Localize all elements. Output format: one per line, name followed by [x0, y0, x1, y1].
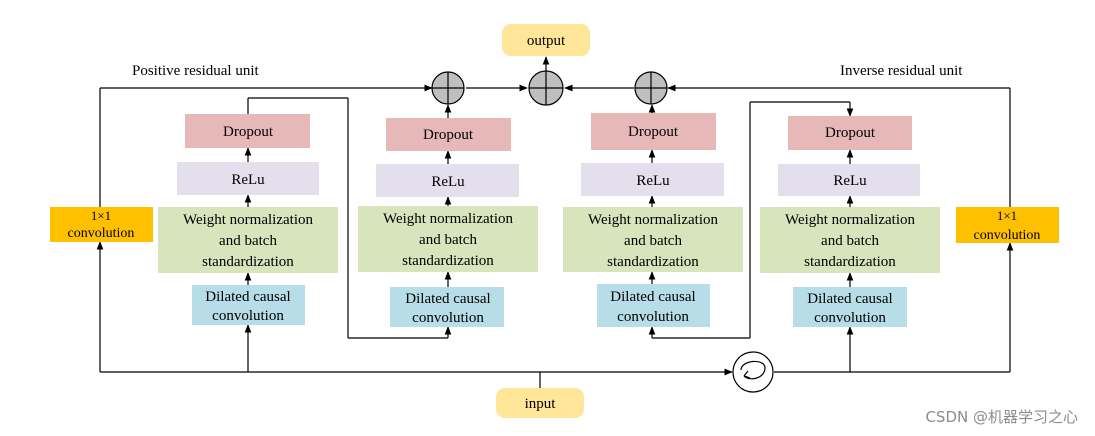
relu-box — [177, 162, 319, 195]
svg-text:Dropout: Dropout — [825, 125, 876, 141]
residual-block-1: Dropout ReLu Weight normalization and ba… — [158, 114, 338, 325]
norm-box — [358, 206, 538, 272]
svg-text:Dilated causal: Dilated causal — [405, 291, 490, 307]
svg-text:ReLu: ReLu — [431, 174, 465, 190]
svg-text:and batch: and batch — [419, 232, 477, 248]
svg-text:and batch: and batch — [624, 233, 682, 249]
connection-lines — [96, 56, 1014, 388]
svg-text:Dilated causal: Dilated causal — [610, 289, 695, 305]
dilated-conv-box — [597, 284, 710, 327]
svg-text:Weight normalization: Weight normalization — [183, 212, 314, 228]
svg-text:Weight normalization: Weight normalization — [588, 212, 719, 228]
adder-center-icon — [528, 70, 564, 106]
svg-text:convolution: convolution — [974, 228, 1041, 243]
svg-text:standardization: standardization — [607, 254, 699, 270]
svg-text:convolution: convolution — [617, 309, 689, 325]
inverse-unit-title: Inverse residual unit — [840, 63, 963, 79]
reverse-sequence-icon — [732, 351, 774, 393]
norm-box — [760, 207, 940, 273]
dropout-box — [185, 114, 310, 148]
svg-text:Weight normalization: Weight normalization — [383, 211, 514, 227]
dropout-box — [788, 116, 912, 150]
relu-box — [778, 164, 920, 196]
output-node: output — [502, 24, 590, 56]
svg-text:and batch: and batch — [821, 233, 879, 249]
svg-text:ReLu: ReLu — [636, 173, 670, 189]
residual-block-3: Dropout ReLu Weight normalization and ba… — [563, 113, 743, 327]
svg-text:convolution: convolution — [68, 226, 135, 241]
svg-text:and batch: and batch — [219, 233, 277, 249]
dropout-box — [386, 118, 511, 151]
output-label: output — [527, 33, 566, 49]
dropout-label: Dropout — [223, 124, 274, 140]
svg-text:convolution: convolution — [412, 310, 484, 326]
residual-block-4: Dropout ReLu Weight normalization and ba… — [760, 116, 940, 327]
input-node: input — [496, 388, 584, 418]
svg-text:standardization: standardization — [804, 254, 896, 270]
input-label: input — [525, 396, 557, 412]
norm-box — [158, 207, 338, 273]
svg-text:convolution: convolution — [814, 310, 886, 326]
svg-text:1×1: 1×1 — [91, 208, 111, 223]
conv1x1-left: 1×1 convolution — [50, 207, 153, 242]
adder-left-icon — [431, 71, 465, 105]
norm-box — [563, 207, 743, 272]
svg-text:standardization: standardization — [202, 254, 294, 270]
dilated-conv-box — [390, 287, 504, 327]
relu-label: ReLu — [231, 172, 265, 188]
dilated-conv-box — [793, 287, 907, 327]
residual-block-2: Dropout ReLu Weight normalization and ba… — [358, 118, 538, 327]
positive-unit-title: Positive residual unit — [132, 63, 259, 79]
svg-text:Weight normalization: Weight normalization — [785, 212, 916, 228]
svg-text:Dilated causal: Dilated causal — [807, 291, 892, 307]
conv1x1-right: 1×1 convolution — [956, 207, 1059, 243]
relu-box — [376, 164, 519, 197]
svg-text:standardization: standardization — [402, 253, 494, 269]
watermark: CSDN @机器学习之心 — [925, 408, 1078, 426]
relu-box — [581, 163, 724, 196]
svg-text:Dropout: Dropout — [423, 127, 474, 143]
adder-right-icon — [634, 71, 668, 105]
svg-text:Dilated causal: Dilated causal — [205, 289, 290, 305]
svg-text:convolution: convolution — [212, 308, 284, 324]
svg-text:1×1: 1×1 — [997, 208, 1017, 223]
svg-text:ReLu: ReLu — [833, 173, 867, 189]
svg-text:Dropout: Dropout — [628, 124, 679, 140]
dilated-conv-box — [192, 285, 305, 325]
dropout-box — [591, 113, 716, 150]
